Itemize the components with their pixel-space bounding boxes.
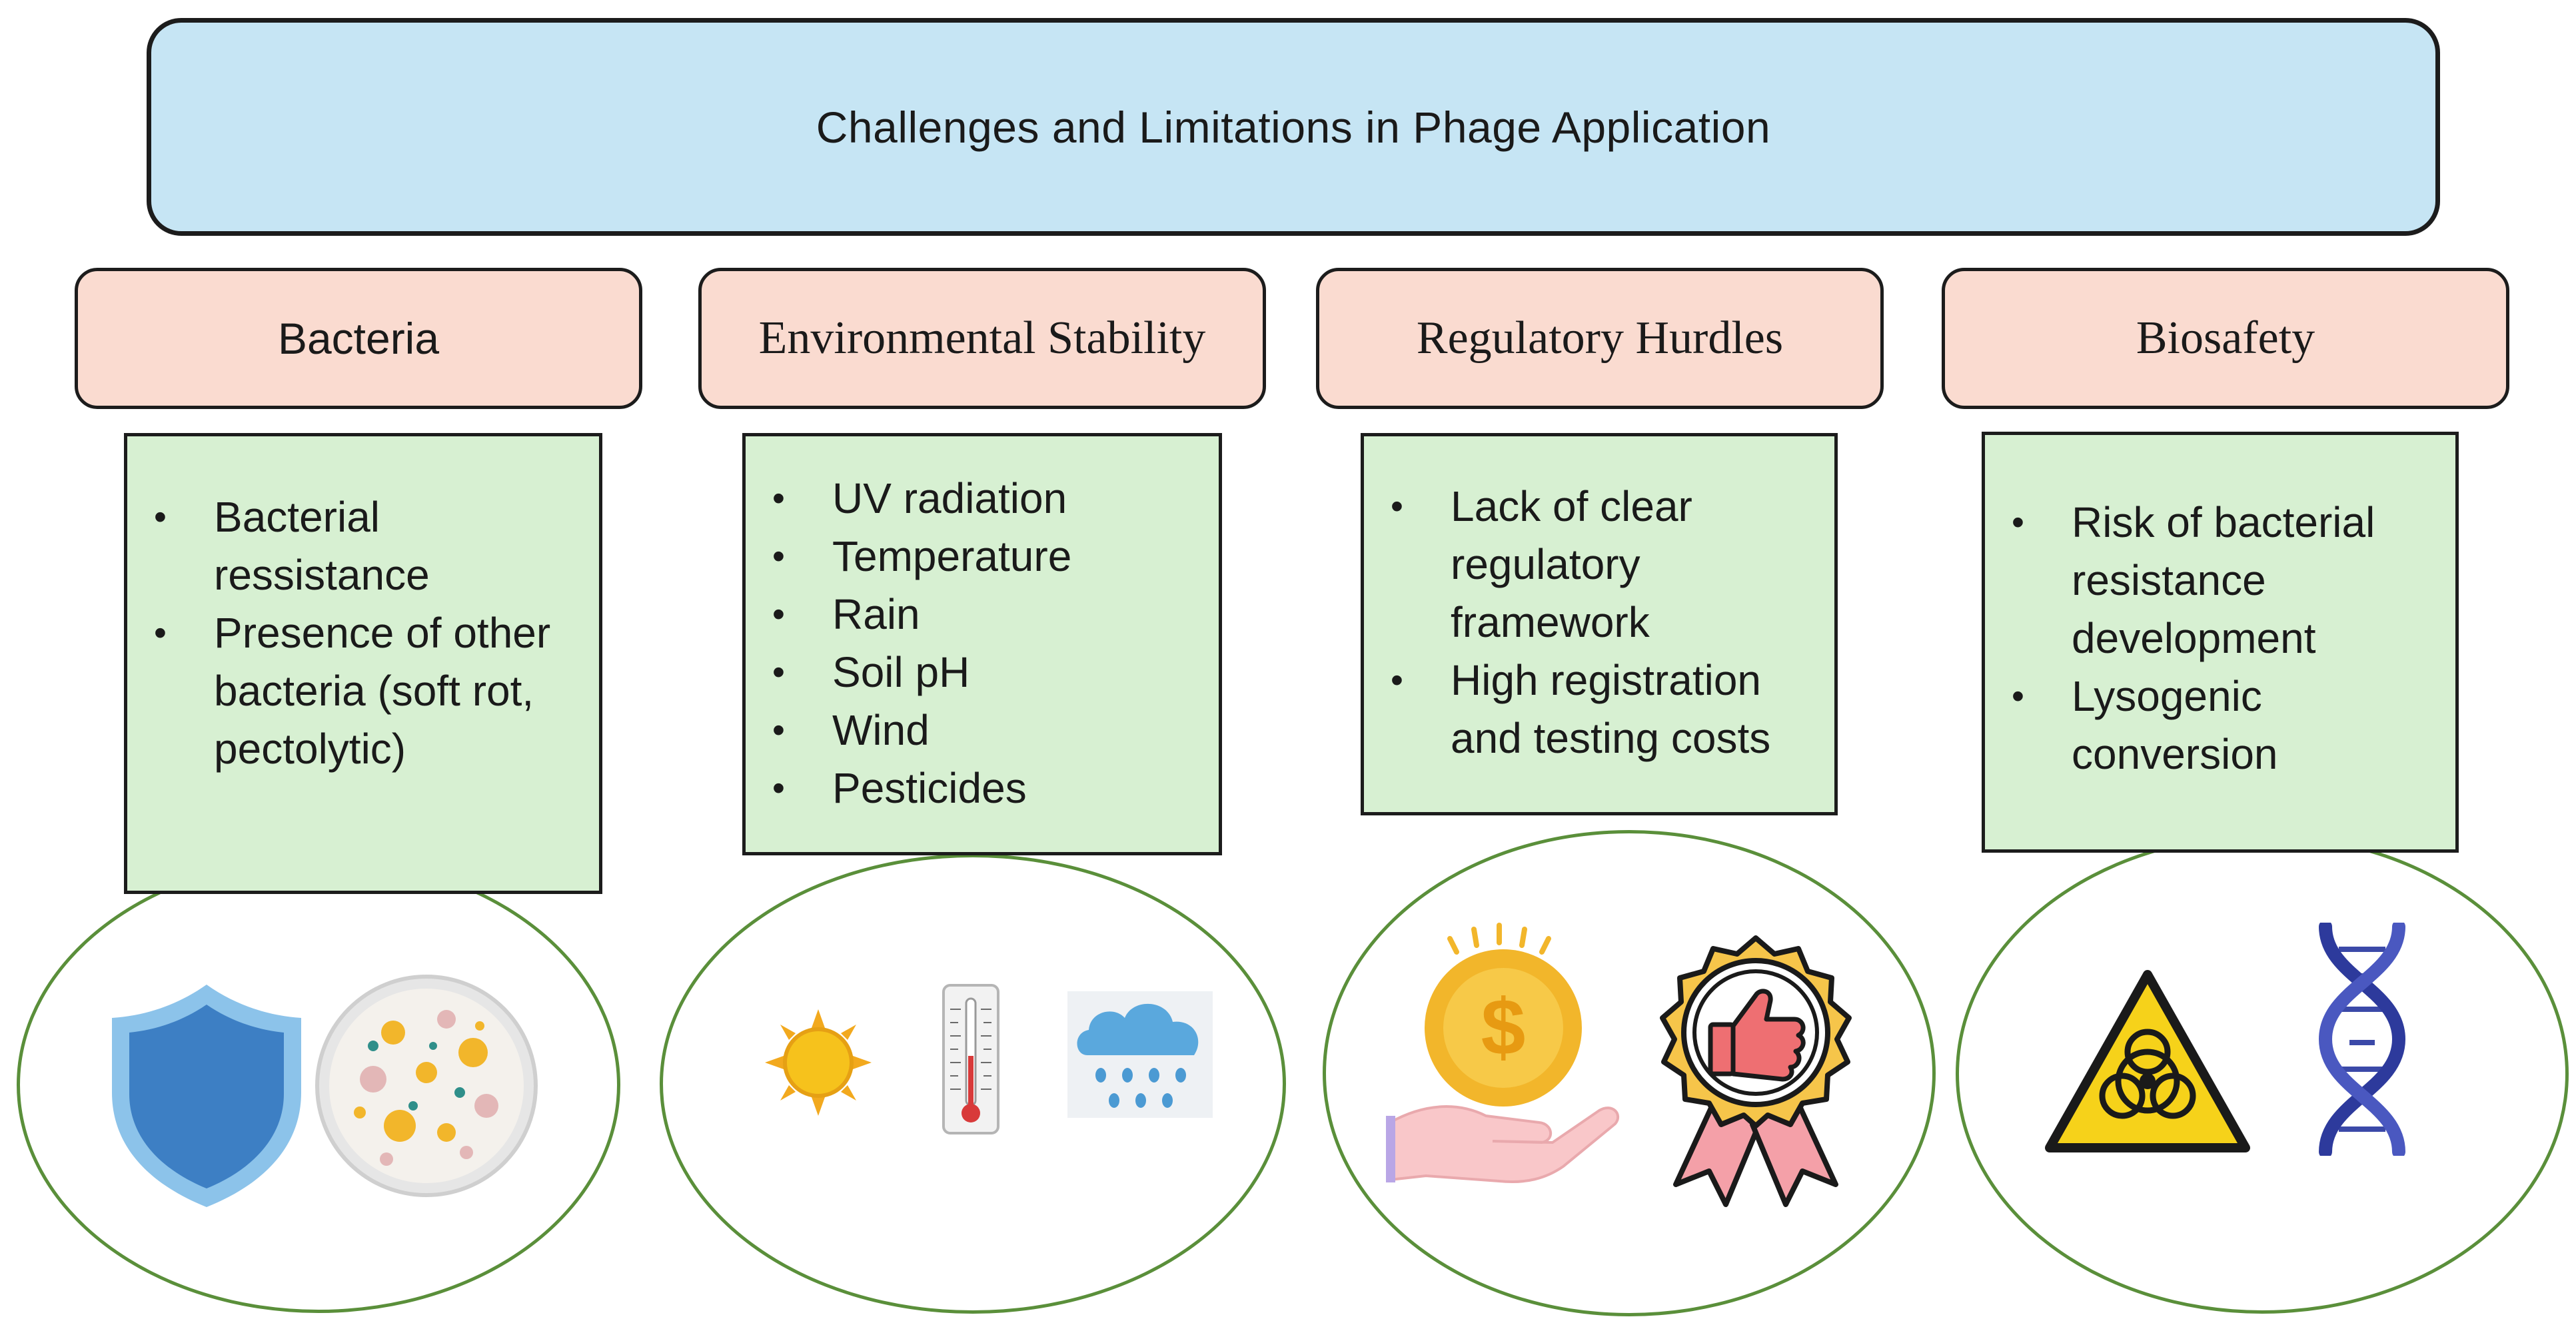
petri-dish-icon xyxy=(313,973,540,1199)
list-item: UV radiation xyxy=(772,470,1199,528)
list-item: Lysogenic conversion xyxy=(2012,668,2435,783)
list-box-biosafety: Risk of bacterial resistance development… xyxy=(1982,432,2459,853)
category-regulatory-hurdles: Regulatory Hurdles xyxy=(1316,268,1884,409)
bullet-list: Risk of bacterial resistance development… xyxy=(2012,494,2435,783)
sun-icon xyxy=(765,1009,872,1116)
category-environmental-stability: Environmental Stability xyxy=(698,268,1266,409)
icon-circle-biosafety xyxy=(1956,834,2569,1314)
list-item: Rain xyxy=(772,586,1199,644)
bullet-list: Lack of clear regulatory framework High … xyxy=(1391,478,1814,767)
list-box-bacteria: Bacterial ressistance Presence of other … xyxy=(124,433,602,894)
svg-text:$: $ xyxy=(1481,983,1526,1072)
list-item: Wind xyxy=(772,701,1199,759)
list-item: Bacterial ressistance xyxy=(154,488,579,604)
category-biosafety: Biosafety xyxy=(1942,268,2509,409)
list-box-regulatory: Lack of clear regulatory framework High … xyxy=(1361,433,1838,815)
list-item: Pesticides xyxy=(772,759,1199,817)
list-item: High registration and testing costs xyxy=(1391,652,1814,767)
bullet-list: Bacterial ressistance Presence of other … xyxy=(154,488,579,778)
list-item: Soil pH xyxy=(772,644,1199,701)
bullet-list: UV radiation Temperature Rain Soil pH Wi… xyxy=(772,470,1199,817)
approval-badge-icon xyxy=(1636,931,1876,1211)
diagram-title: Challenges and Limitations in Phage Appl… xyxy=(147,18,2440,236)
thermometer-icon xyxy=(941,983,1001,1136)
list-item: Risk of bacterial resistance development xyxy=(2012,494,2435,668)
category-bacteria: Bacteria xyxy=(75,268,642,409)
biohazard-icon xyxy=(2044,969,2251,1156)
rain-cloud-icon xyxy=(1067,991,1213,1118)
coin-in-hand-icon: $ xyxy=(1386,923,1626,1196)
dna-icon xyxy=(2312,920,2412,1158)
list-item: Lack of clear regulatory framework xyxy=(1391,478,1814,652)
shield-icon xyxy=(107,979,307,1212)
list-item: Presence of other bacteria (soft rot, pe… xyxy=(154,604,579,778)
list-box-environmental: UV radiation Temperature Rain Soil pH Wi… xyxy=(742,433,1222,855)
list-item: Temperature xyxy=(772,528,1199,586)
